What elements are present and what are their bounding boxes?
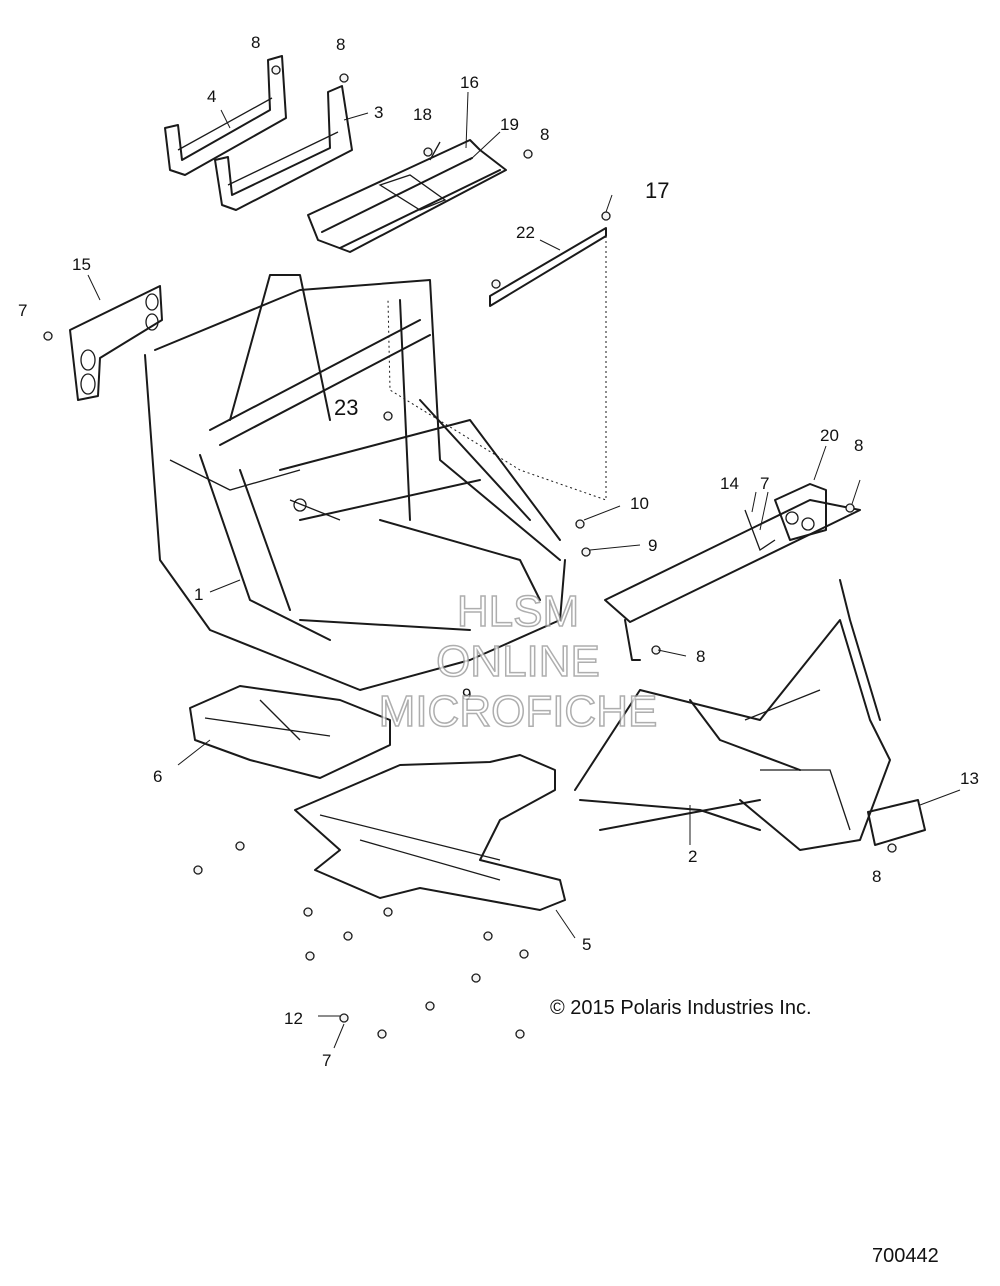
callout-8: 8 <box>540 125 549 144</box>
fasteners <box>43 65 897 1039</box>
callout-10: 10 <box>630 494 649 513</box>
callout-9: 9 <box>648 536 657 555</box>
callout-9: 9 <box>462 685 471 704</box>
skid-plate-front <box>189 685 391 779</box>
callout-6: 6 <box>153 767 162 786</box>
rear-bracket <box>867 799 926 846</box>
callout-14: 14 <box>720 474 739 493</box>
rear-frame <box>574 579 891 851</box>
callout-12: 12 <box>284 1009 303 1028</box>
callout-20: 20 <box>820 426 839 445</box>
watermark: HLSM ONLINE MICROFICHE <box>378 586 658 737</box>
rail-bar <box>489 227 607 307</box>
callout-19: 19 <box>500 115 519 134</box>
seat-base-frame <box>307 139 507 253</box>
callout-8: 8 <box>336 35 345 54</box>
seat-bracket-right <box>214 85 353 211</box>
reference-line <box>387 236 607 501</box>
callout-15: 15 <box>72 255 91 274</box>
callout-23: 23 <box>334 395 358 420</box>
document-number: 700442 <box>872 1245 939 1267</box>
callout-7: 7 <box>322 1051 331 1070</box>
callout-5: 5 <box>582 935 591 954</box>
callout-8: 8 <box>872 867 881 886</box>
watermark-line-1: HLSM <box>457 587 579 636</box>
copyright-text: © 2015 Polaris Industries Inc. <box>550 997 812 1019</box>
leader-lines <box>87 91 961 1049</box>
callout-16: 16 <box>460 73 479 92</box>
dash-panel <box>69 285 163 401</box>
callout-7: 7 <box>760 474 769 493</box>
callout-18: 18 <box>413 105 432 124</box>
callout-8: 8 <box>251 33 260 52</box>
callout-4: 4 <box>207 87 216 106</box>
seat-bracket-left <box>164 55 287 176</box>
callout-7: 7 <box>18 301 27 320</box>
callouts: 8 8 4 3 16 18 19 8 17 22 15 7 23 20 8 14… <box>18 33 979 1070</box>
watermark-line-2: ONLINE <box>436 637 600 686</box>
callout-1: 1 <box>194 585 203 604</box>
callout-2: 2 <box>688 847 697 866</box>
skid-plate-rear <box>294 754 566 911</box>
callout-17: 17 <box>645 178 669 203</box>
callout-8: 8 <box>854 436 863 455</box>
watermark-line-3: MICROFICHE <box>379 687 658 736</box>
callout-8: 8 <box>696 647 705 666</box>
main-frame <box>144 274 566 691</box>
callout-13: 13 <box>960 769 979 788</box>
callout-22: 22 <box>516 223 535 242</box>
rear-support-bar <box>604 483 861 661</box>
callout-3: 3 <box>374 103 383 122</box>
